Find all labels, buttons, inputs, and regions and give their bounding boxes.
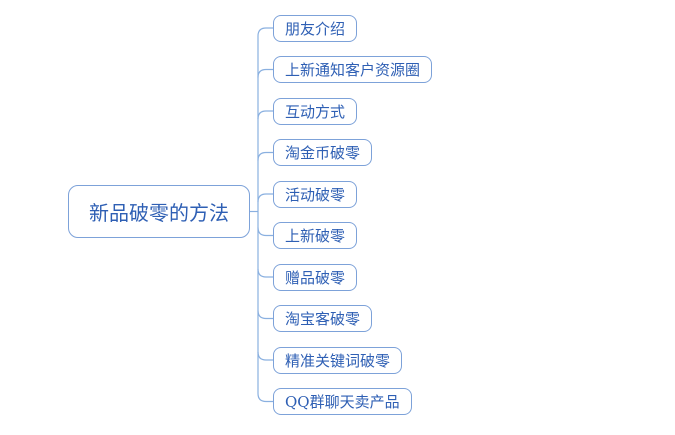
root-node[interactable]: 新品破零的方法 bbox=[68, 185, 250, 238]
branch-node[interactable]: 上新破零 bbox=[273, 222, 358, 249]
connector-path bbox=[257, 151, 273, 161]
connector-path bbox=[257, 68, 273, 78]
connector-path bbox=[257, 310, 273, 320]
connector-path bbox=[257, 227, 273, 237]
connector-path bbox=[257, 110, 273, 120]
connector-path bbox=[257, 27, 273, 403]
branch-node[interactable]: 淘宝客破零 bbox=[273, 305, 373, 332]
branch-node[interactable]: 淘金币破零 bbox=[273, 139, 373, 166]
connector-path bbox=[257, 268, 273, 278]
branch-node[interactable]: 赠品破零 bbox=[273, 263, 358, 291]
branch-node[interactable]: 上新通知客户资源圈 bbox=[273, 56, 433, 83]
branch-node[interactable]: 互动方式 bbox=[273, 97, 358, 125]
branch-node[interactable]: 活动破零 bbox=[273, 180, 358, 208]
branch-node[interactable]: QQ群聊天卖产品 bbox=[273, 388, 412, 415]
branch-node[interactable]: 精准关键词破零 bbox=[273, 346, 403, 374]
branch-node[interactable]: 朋友介绍 bbox=[273, 14, 358, 42]
connector-path bbox=[257, 193, 273, 203]
connector-path bbox=[257, 351, 273, 361]
